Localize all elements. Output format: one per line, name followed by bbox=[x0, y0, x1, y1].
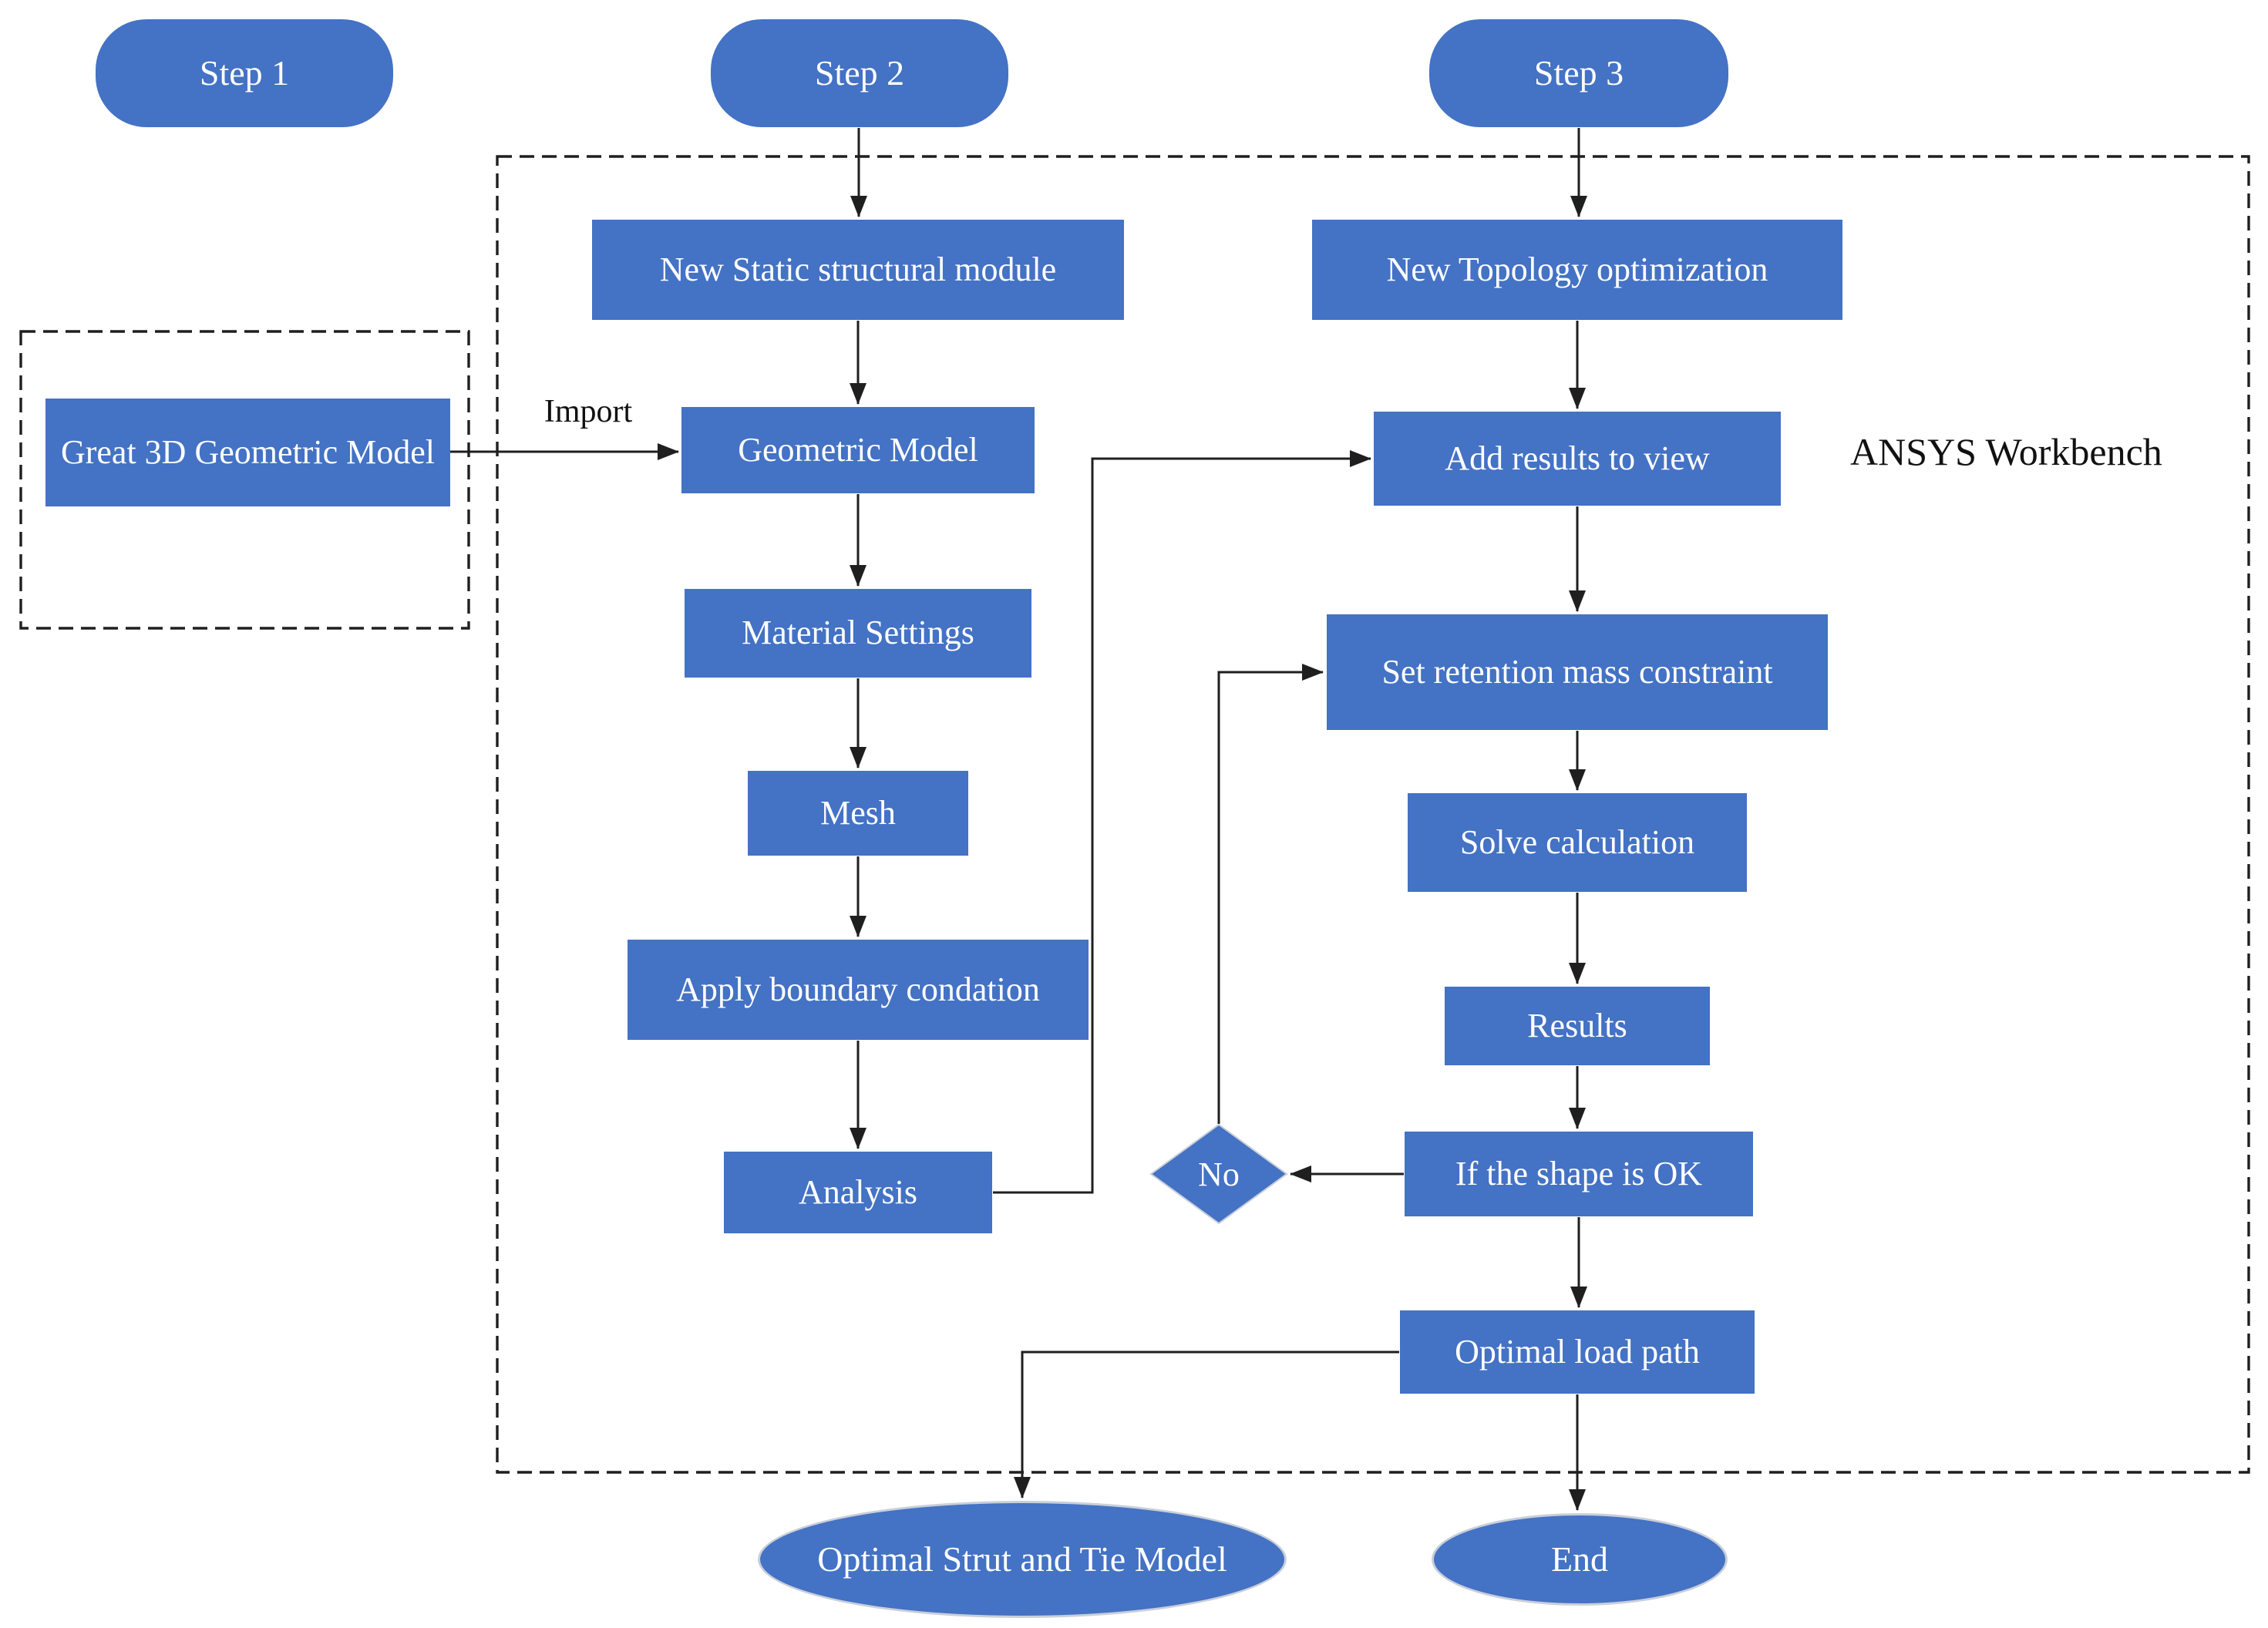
label-import: Import bbox=[543, 394, 633, 429]
diamond-no-shape bbox=[1149, 1123, 1288, 1225]
ellipse-optimal-strut-and-tie-model: Optimal Strut and Tie Model bbox=[758, 1501, 1287, 1618]
arrow-loadpath-to-struttie bbox=[1014, 1350, 1399, 1498]
node-analysis: Analysis bbox=[724, 1152, 992, 1233]
node-optimal-load-path: Optimal load path bbox=[1400, 1310, 1755, 1394]
arrow-no-to-retention bbox=[1217, 664, 1324, 1124]
step-pill-2: Step 2 bbox=[711, 19, 1008, 127]
node-add-results-to-view: Add results to view bbox=[1374, 412, 1781, 506]
node-apply-boundary-condation: Apply boundary condation bbox=[628, 940, 1089, 1040]
node-mesh: Mesh bbox=[748, 771, 968, 856]
dashed-box-step1-group bbox=[19, 330, 470, 630]
arrow-analysis-to-addresults bbox=[993, 450, 1371, 1194]
step-pill-3: Step 3 bbox=[1429, 19, 1728, 127]
node-great-3d-geometric-model: Great 3D Geometric Model bbox=[45, 399, 450, 506]
node-geometric-model: Geometric Model bbox=[681, 407, 1035, 493]
node-new-static-structural-module: New Static structural module bbox=[592, 220, 1124, 320]
label-ansys-workbench: ANSYS Workbench bbox=[1850, 430, 2162, 473]
node-new-topology-optimization: New Topology optimization bbox=[1312, 220, 1842, 320]
dashed-box-ansys-workbench-group bbox=[496, 155, 2250, 1474]
node-if-the-shape-is-ok: If the shape is OK bbox=[1405, 1132, 1753, 1216]
ellipse-end: End bbox=[1432, 1513, 1728, 1606]
node-solve-calculation: Solve calculation bbox=[1408, 793, 1747, 892]
diamond-no-label: No bbox=[1198, 1155, 1240, 1193]
step-pill-1: Step 1 bbox=[96, 19, 393, 127]
node-set-retention-mass-constraint: Set retention mass constraint bbox=[1327, 614, 1828, 730]
node-results: Results bbox=[1445, 987, 1710, 1065]
node-material-settings: Material Settings bbox=[685, 589, 1031, 678]
